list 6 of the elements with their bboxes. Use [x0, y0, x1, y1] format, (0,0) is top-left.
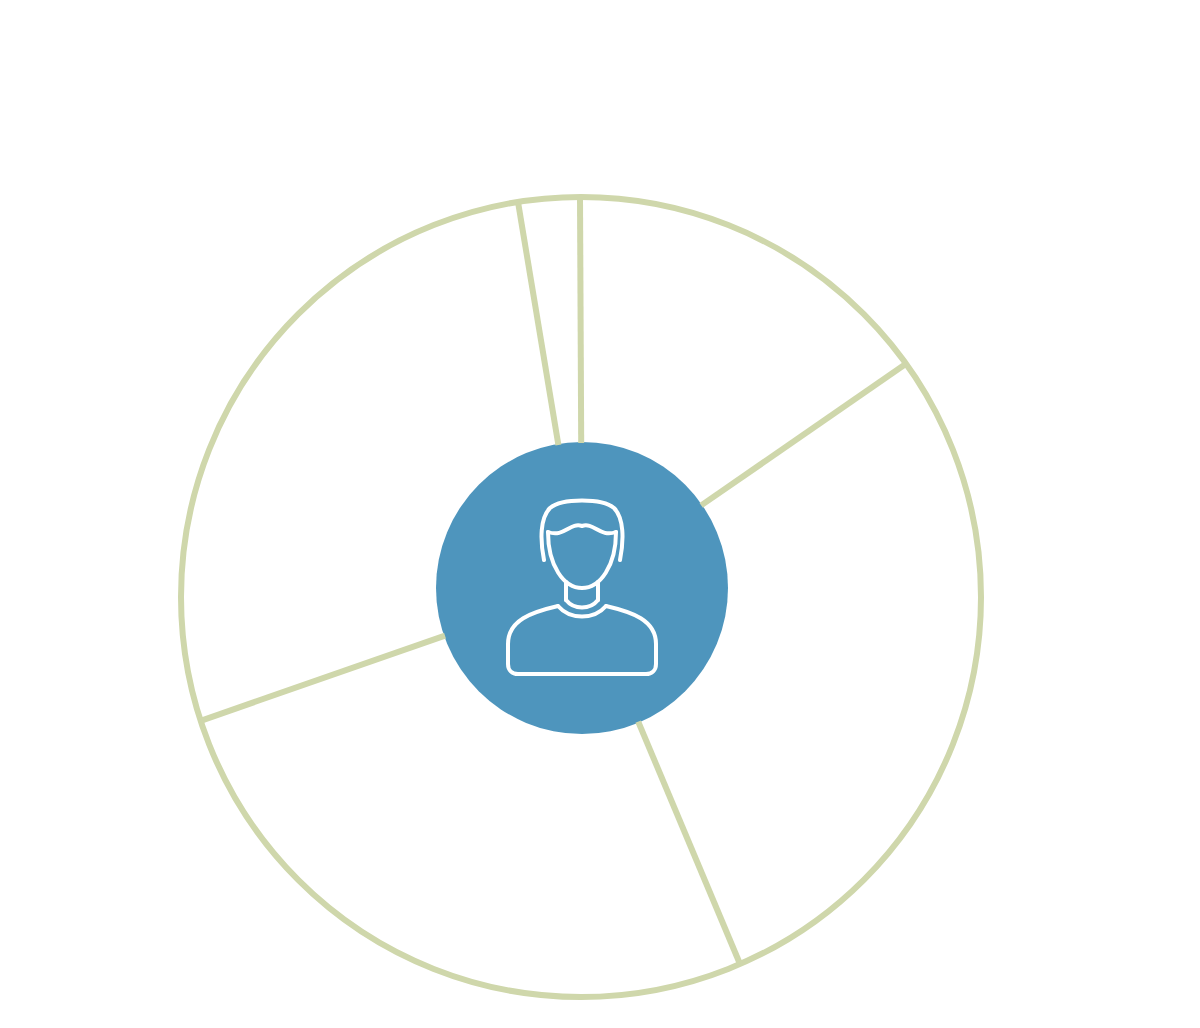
spoke-line [699, 361, 908, 508]
spoke-line [577, 197, 585, 443]
spoke-line [199, 632, 446, 724]
spoke-line [515, 201, 562, 446]
outer-circle [178, 194, 984, 1000]
spoke-line [635, 720, 743, 966]
